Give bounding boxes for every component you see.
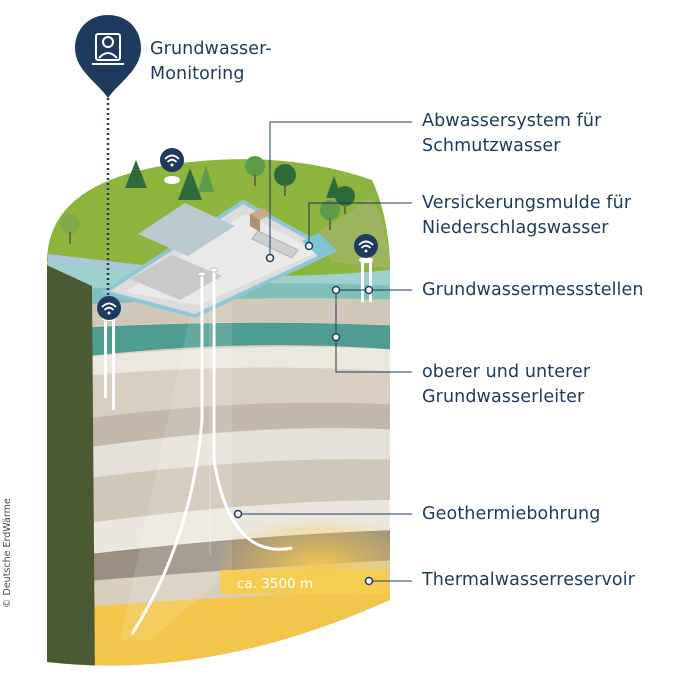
underground-strata <box>47 262 390 666</box>
label-infiltration-swale: Versickerungsmulde für Niederschlagswass… <box>422 193 632 238</box>
geothermal-boreholes <box>130 267 293 635</box>
wifi-sensor-top <box>160 148 184 184</box>
callout-dots <box>233 241 374 586</box>
tree-icon <box>335 186 355 206</box>
label-thermal-reservoir: Thermalwasserreservoir <box>422 570 635 590</box>
tree-icon <box>245 156 265 176</box>
depth-label: ca. 3500 m <box>237 576 313 592</box>
cylinder-side <box>47 262 95 666</box>
facility-platform <box>100 199 338 319</box>
label-groundwater-monitoring: Grundwasser- Monitoring <box>150 39 272 84</box>
depth-box <box>220 570 388 594</box>
wifi-sensor-left <box>97 296 121 410</box>
tree-icon <box>198 165 214 192</box>
label-geothermal-drilling: Geothermiebohrung <box>422 504 601 524</box>
tree-icon <box>178 168 202 200</box>
lower-aquifer <box>47 322 390 362</box>
trees <box>60 156 355 244</box>
tree-icon <box>125 160 147 188</box>
tree-icon <box>60 214 80 234</box>
label-monitoring-wells: Grundwassermessstellen <box>422 280 644 300</box>
map-pin-icon <box>75 15 141 98</box>
label-sewage-system: Abwassersystem für Schmutzwasser <box>422 111 602 156</box>
tree-icon <box>326 176 342 198</box>
tree-icon <box>274 164 296 186</box>
tree-icon <box>320 200 340 220</box>
copyright-credit: © Deutsche ErdWärme <box>2 498 13 608</box>
callout-lines <box>238 121 412 582</box>
label-aquifers: oberer und unterer Grundwasserleiter <box>422 362 591 407</box>
wifi-sensor-right <box>354 234 378 302</box>
